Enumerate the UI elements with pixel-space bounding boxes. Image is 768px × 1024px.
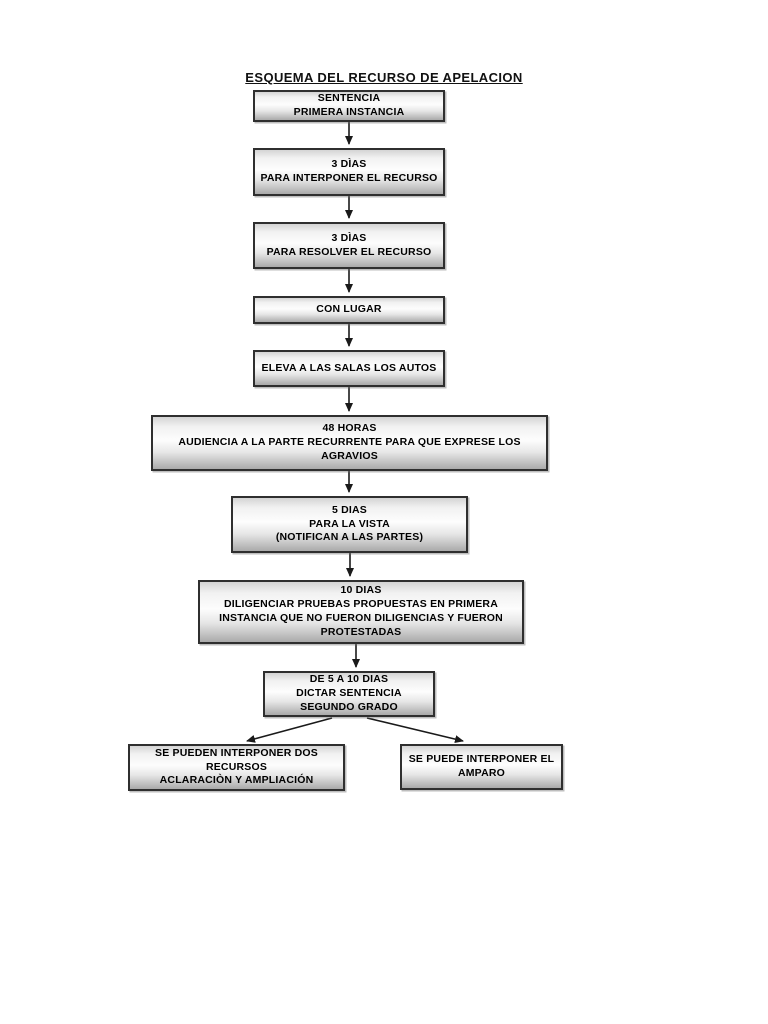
- box-line: INSTANCIA QUE NO FUERON DILIGENCIAS Y FU…: [219, 612, 503, 624]
- box-line: SE PUEDEN INTERPONER DOS: [155, 746, 318, 759]
- page-title: ESQUEMA DEL RECURSO DE APELACION: [245, 70, 523, 85]
- flow-box-sentencia-primera-instancia: SENTENCIA PRIMERA INSTANCIA: [253, 90, 445, 122]
- box-line: DICTAR SENTENCIA: [296, 687, 402, 700]
- box-line: AUDIENCIA A LA PARTE RECURRENTE PARA QUE…: [178, 436, 521, 449]
- box-line: DILIGENCIAR PRUEBAS PROPUESTAS EN PRIMER…: [223, 598, 499, 611]
- box-line: ACLARACIÒN Y AMPLIACIÓN: [159, 774, 314, 787]
- flow-box-plazo-interponer-recurso: 3 DÌAS PARA INTERPONER EL RECURSO: [253, 148, 445, 196]
- flow-box-con-lugar: CON LUGAR: [253, 296, 445, 324]
- flow-box-recursos-aclaracion-ampliacion: SE PUEDEN INTERPONER DOS RECURSOS ACLARA…: [128, 744, 345, 791]
- box-line: PARA LA VISTA: [309, 517, 390, 530]
- box-line: 3 DÌAS: [331, 158, 367, 171]
- arrow-diagonal-right: [366, 717, 464, 744]
- arrow-diagonal-left: [246, 717, 333, 743]
- box-line: SEGUNDO GRADO: [300, 700, 398, 713]
- box-line: PRIMERA INSTANCIA: [293, 106, 405, 118]
- box-line: RECURSOS: [205, 760, 268, 773]
- flow-box-plazo-vista: 5 DIAS PARA LA VISTA (NOTIFICAN A LAS PA…: [231, 496, 468, 553]
- flow-box-eleva-salas-autos: ELEVA A LAS SALAS LOS AUTOS: [253, 350, 445, 387]
- box-line: AGRAVIOS: [321, 449, 378, 462]
- box-line: PARA INTERPONER EL RECURSO: [260, 172, 438, 184]
- flow-box-amparo: SE PUEDE INTERPONER EL AMPARO: [400, 744, 563, 790]
- box-line: 48 HORAS: [322, 422, 377, 435]
- flow-box-audiencia-agravios: 48 HORAS AUDIENCIA A LA PARTE RECURRENTE…: [151, 415, 548, 471]
- box-line: PROTESTADAS: [320, 625, 402, 638]
- box-line: 5 DIAS: [331, 503, 368, 516]
- box-line: SE PUEDE INTERPONER EL: [408, 753, 555, 766]
- flow-box-plazo-resolver-recurso: 3 DÌAS PARA RESOLVER EL RECURSO: [253, 222, 445, 269]
- box-line: CON LUGAR: [316, 303, 382, 316]
- box-line: AMPARO: [457, 767, 506, 779]
- box-line: PARA RESOLVER EL RECURSO: [266, 245, 432, 258]
- flow-box-sentencia-segundo-grado: DE 5 A 10 DIAS DICTAR SENTENCIA SEGUNDO …: [263, 671, 435, 717]
- flow-box-diligenciar-pruebas: 10 DIAS DILIGENCIAR PRUEBAS PROPUESTAS E…: [198, 580, 524, 644]
- box-line: 10 DIAS: [340, 584, 382, 597]
- box-line: SENTENCIA: [317, 92, 381, 105]
- box-line: 3 DÌAS: [331, 231, 367, 244]
- box-line: (NOTIFICAN A LAS PARTES): [275, 531, 424, 544]
- box-line: ELEVA A LAS SALAS LOS AUTOS: [261, 361, 437, 374]
- box-line: DE 5 A 10 DIAS: [309, 673, 389, 686]
